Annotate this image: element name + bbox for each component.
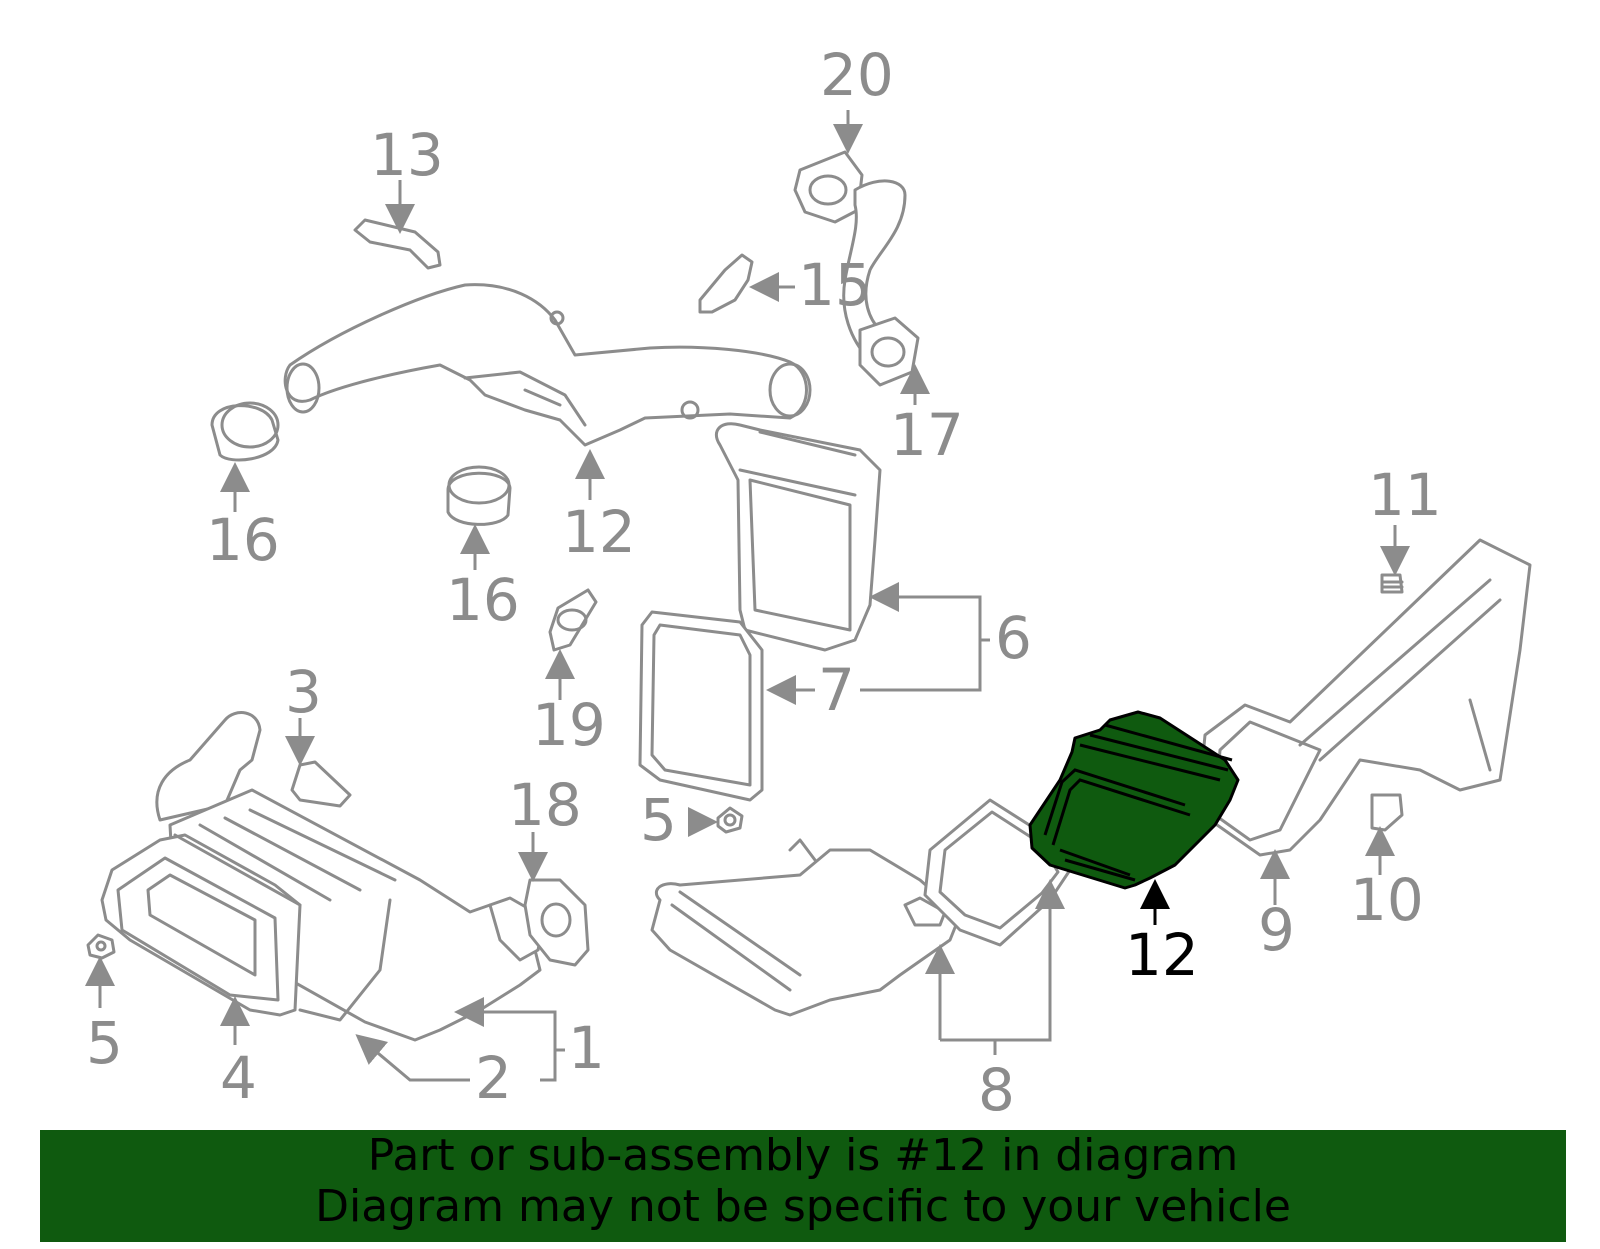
callout-16-lower: 16 (446, 566, 520, 634)
part-8-duct (650, 798, 1072, 1017)
callout-5-center: 5 (640, 786, 677, 854)
callout-20: 20 (820, 41, 894, 109)
callout-8: 8 (978, 1056, 1015, 1124)
leader-lines (85, 110, 1410, 1082)
part-18-gasket (523, 878, 590, 967)
part-14-bracket (353, 218, 442, 270)
part-17-flange (858, 316, 920, 387)
banner-line-2: Diagram may not be specific to your vehi… (315, 1181, 1291, 1232)
callout-7: 7 (818, 656, 855, 724)
callout-3: 3 (285, 658, 322, 726)
callout-numbers: 20 13 15 17 16 16 12 11 6 7 3 19 18 5 5 … (86, 41, 1442, 1124)
part-9-inlet-duct (1198, 538, 1532, 857)
part-20-flange (793, 150, 907, 362)
part-5-clip-center (716, 806, 744, 834)
part-16-coupler-upper (210, 401, 280, 462)
part-13-pipe (283, 283, 812, 447)
callout-16-upper: 16 (206, 506, 280, 574)
part-5-clip-left (86, 933, 116, 960)
part-11-grommet (1380, 573, 1404, 594)
callout-15: 15 (798, 251, 872, 319)
info-banner: Part or sub-assembly is #12 in diagram D… (40, 1130, 1566, 1242)
callout-19: 19 (532, 691, 606, 759)
part-16-coupler-lower (446, 465, 512, 526)
part-7-gasket (638, 610, 764, 802)
part-19-gasket (548, 588, 598, 652)
callout-5-left: 5 (86, 1009, 123, 1077)
callout-4: 4 (220, 1044, 257, 1112)
part-15-bracket (698, 253, 754, 314)
part-1-air-cleaner-assembly (100, 711, 547, 1042)
callout-9: 9 (1258, 896, 1295, 964)
part-3-bracket (290, 760, 352, 808)
part-6-intercooler (714, 422, 882, 652)
callout-13: 12 (562, 498, 636, 566)
callout-6: 6 (995, 604, 1032, 672)
banner-line-1: Part or sub-assembly is #12 in diagram (367, 1130, 1239, 1181)
callout-12-highlighted: 12 (1125, 921, 1199, 989)
callout-10: 10 (1350, 866, 1424, 934)
part-12-air-filter-highlighted (1028, 710, 1240, 890)
callout-2: 2 (475, 1044, 512, 1112)
callout-11: 11 (1368, 461, 1442, 529)
callout-17: 17 (890, 401, 964, 469)
part-10-bracket (1370, 793, 1404, 832)
callout-1: 1 (568, 1014, 605, 1082)
callout-18: 18 (508, 771, 582, 839)
callout-14: 13 (370, 121, 444, 189)
